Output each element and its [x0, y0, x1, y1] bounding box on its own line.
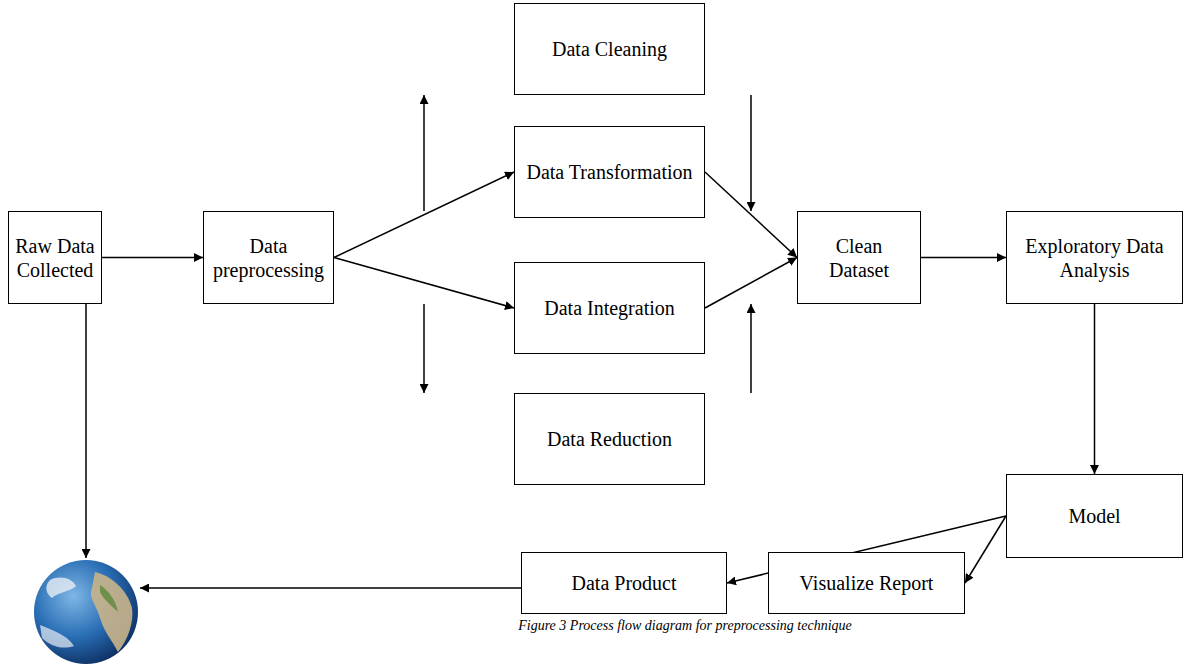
figure-caption: Figure 3 Process flow diagram for prepro…: [440, 618, 930, 634]
globe: [34, 560, 138, 664]
box-label: Raw Data Collected: [15, 234, 95, 282]
output-box: Visualize Report: [768, 552, 965, 614]
box-label: Data Cleaning: [552, 37, 667, 61]
dataset-box: Clean Dataset: [797, 211, 921, 304]
box-label: Data preprocessing: [210, 234, 327, 282]
flow-arrow: [705, 172, 797, 258]
flow-arrow: [965, 516, 1006, 583]
cloud: [46, 578, 76, 598]
process-box: Data Cleaning: [514, 3, 705, 95]
process-box: Exploratory Data Analysis: [1006, 211, 1183, 304]
flow-arrow: [750, 304, 752, 393]
flow-arrow: [1094, 304, 1096, 474]
process-box: Data preprocessing: [203, 211, 334, 304]
source-box: Raw Data Collected: [8, 211, 102, 304]
cloud: [40, 625, 74, 648]
flow-arrow: [705, 258, 797, 309]
output-box: Data Product: [521, 552, 727, 614]
model-box: Model: [1006, 474, 1183, 558]
land: [91, 572, 132, 652]
box-label: Data Reduction: [547, 427, 672, 451]
box-label: Clean Dataset: [804, 234, 914, 282]
process-box: Data Integration: [514, 262, 705, 354]
box-label: Visualize Report: [800, 571, 934, 595]
output-arrow: [85, 304, 87, 558]
flow-arrow: [334, 172, 514, 258]
process-box: Data Transformation: [514, 126, 705, 218]
land: [100, 585, 118, 612]
flow-arrow: [334, 258, 514, 309]
box-label: Data Integration: [544, 296, 675, 320]
flow-arrow: [423, 304, 425, 393]
output-arrow: [140, 587, 521, 589]
flow-arrow: [423, 95, 425, 211]
flow-arrow: [750, 95, 752, 211]
box-label: Data Transformation: [526, 160, 692, 184]
box-label: Data Product: [572, 571, 677, 595]
flow-arrow: [921, 257, 1006, 259]
box-label: Model: [1068, 504, 1120, 528]
flow-arrow: [102, 257, 203, 259]
box-label: Exploratory Data Analysis: [1013, 234, 1176, 282]
process-box: Data Reduction: [514, 393, 705, 485]
